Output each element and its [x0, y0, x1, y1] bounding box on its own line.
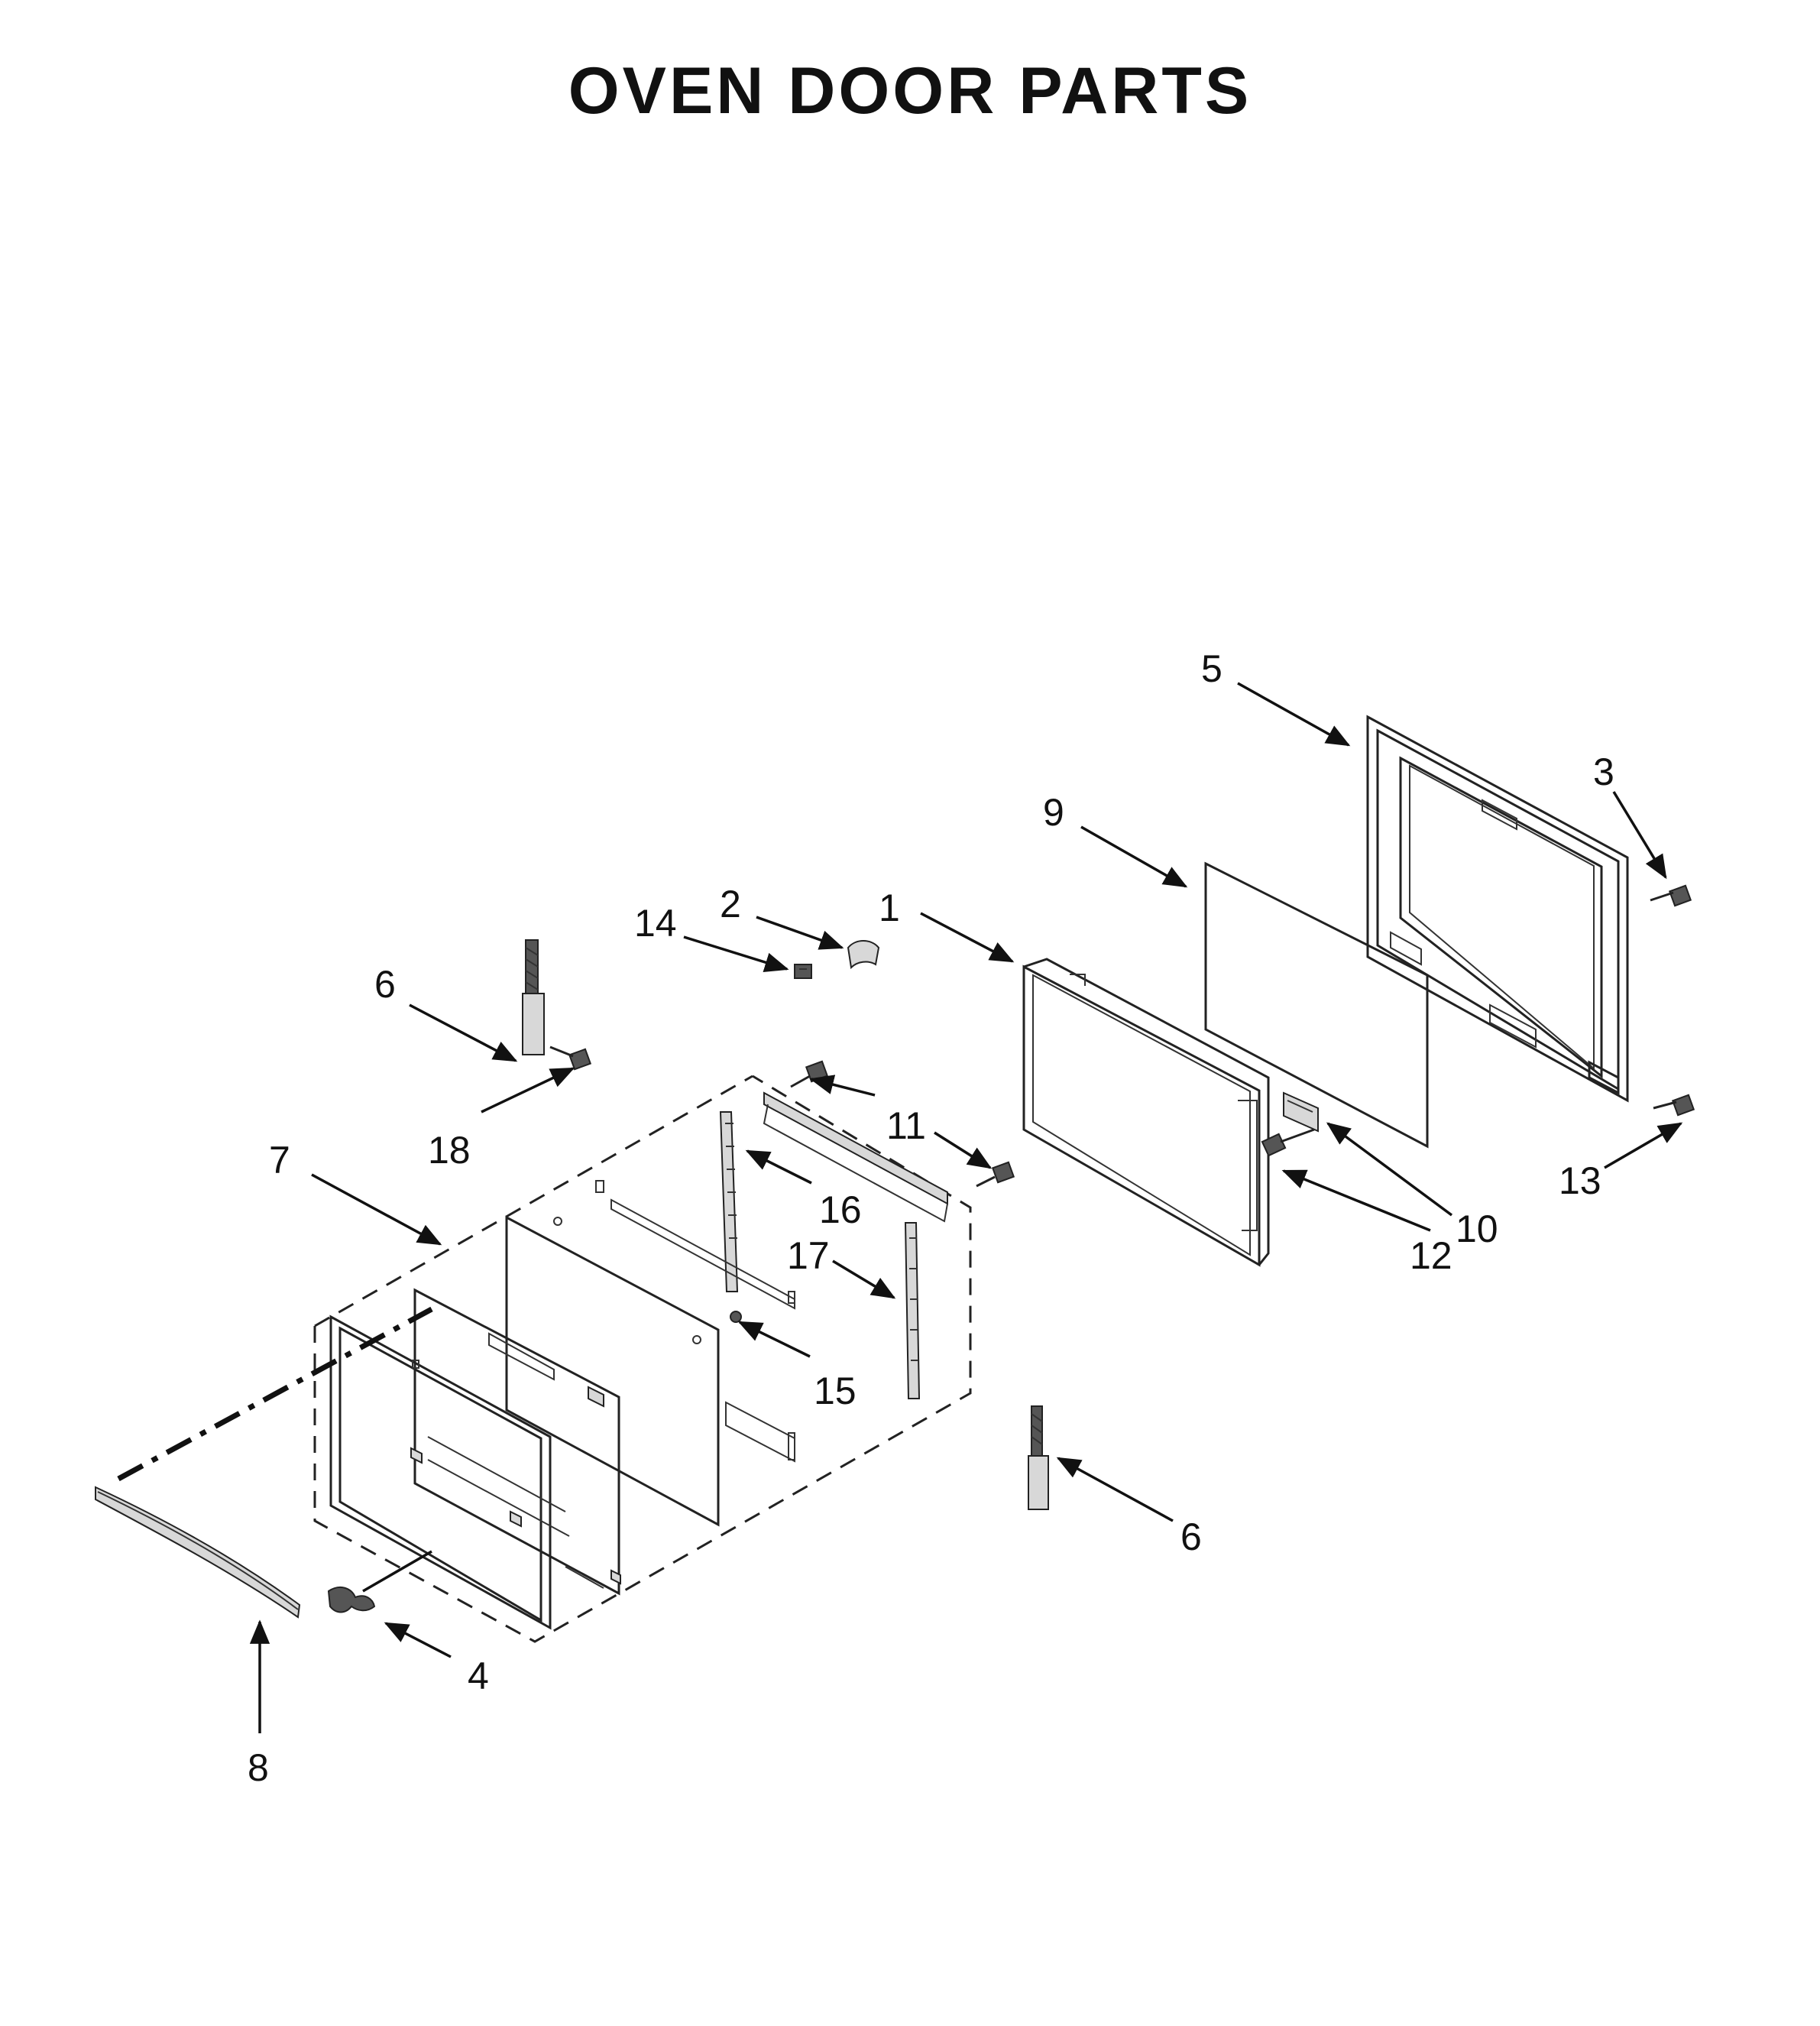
part-16-channel	[719, 1111, 739, 1292]
part-6-hinge-bottom	[1028, 1405, 1049, 1510]
callout-9: 9	[1043, 791, 1064, 834]
callout-2: 2	[720, 883, 741, 925]
leader-arrows	[249, 682, 1683, 1733]
callout-16: 16	[819, 1188, 862, 1231]
callout-6-top: 6	[374, 963, 396, 1006]
callout-labels: 5 3 9 1 2 14 6 18 11 16 17 15 7 10 12 13…	[248, 647, 1614, 1789]
outer-door-panel	[329, 1314, 621, 1630]
part-7-door-assembly-outline	[313, 1075, 972, 1643]
part-14-clip	[794, 964, 812, 979]
callout-13: 13	[1559, 1159, 1601, 1202]
part-2-clip	[847, 940, 880, 970]
callout-3: 3	[1593, 750, 1614, 793]
part-11-screw-right	[976, 1161, 1015, 1188]
callout-11: 11	[886, 1104, 926, 1147]
callout-15: 15	[814, 1370, 857, 1412]
callout-1: 1	[879, 887, 900, 929]
part-9-glass-panel	[1204, 861, 1429, 1149]
part-13-screw	[1653, 1094, 1695, 1117]
callout-7: 7	[269, 1139, 290, 1182]
part-1-inner-door-frame	[1022, 958, 1270, 1267]
handle-alignment-line	[117, 1306, 433, 1482]
part-12-screw	[1261, 1128, 1315, 1157]
callout-8: 8	[248, 1746, 269, 1789]
callout-17: 17	[787, 1234, 830, 1277]
page-title: OVEN DOOR PARTS	[568, 54, 1252, 128]
part-6-hinge-top	[522, 939, 545, 1055]
part-8-handle	[95, 1486, 301, 1619]
callout-6-bottom: 6	[1180, 1515, 1202, 1558]
inner-rails	[595, 1180, 795, 1463]
callout-10: 10	[1456, 1207, 1498, 1250]
inner-door-frame	[413, 1288, 620, 1596]
callout-18: 18	[428, 1129, 471, 1172]
callout-4: 4	[468, 1655, 489, 1697]
part-10-bracket	[1283, 1091, 1319, 1133]
part-11-trim-rail	[763, 1091, 948, 1223]
middle-glass-panel	[505, 1215, 720, 1527]
callout-12: 12	[1410, 1234, 1452, 1277]
part-15-fastener	[730, 1311, 742, 1323]
callout-5: 5	[1201, 647, 1223, 690]
part-3-screw	[1650, 884, 1692, 907]
part-17-channel	[904, 1222, 921, 1399]
part-18-screw	[549, 1045, 592, 1071]
part-5-door-frame	[1366, 715, 1629, 1103]
part-4-logo-badge	[327, 1550, 432, 1613]
callout-14: 14	[634, 902, 677, 945]
